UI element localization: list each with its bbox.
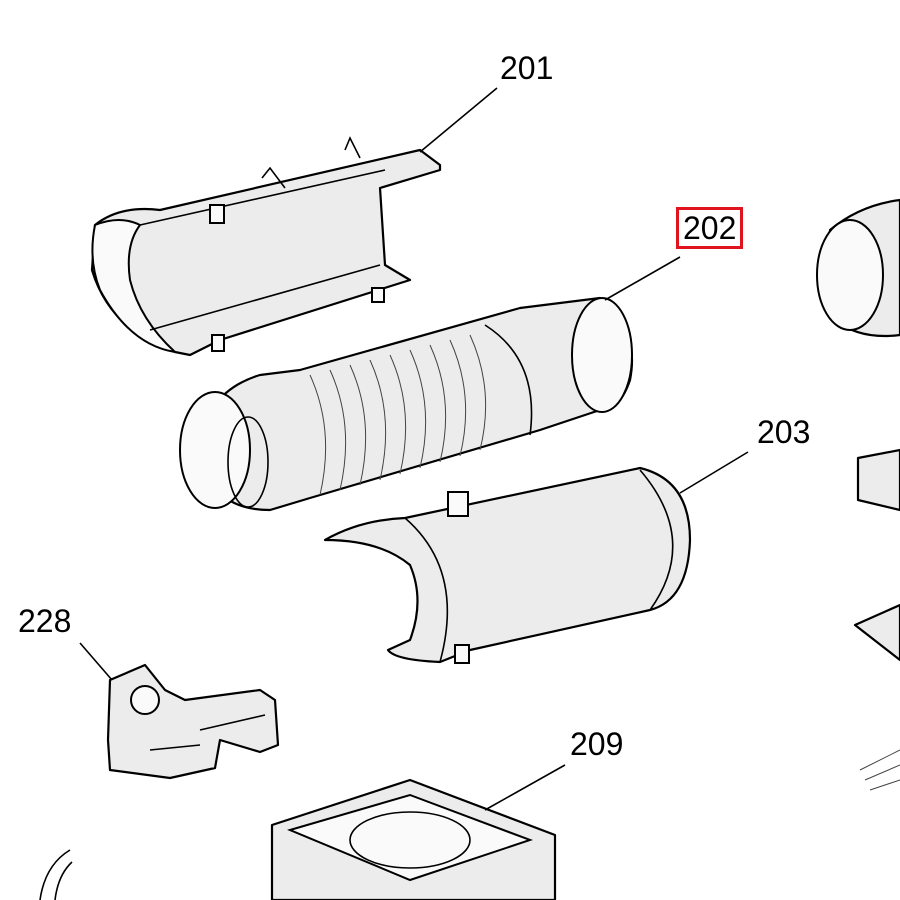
leader-203	[679, 451, 749, 494]
part-201-half-duct	[90, 136, 442, 357]
label-228: 228	[18, 603, 72, 639]
partial-part-right	[816, 198, 900, 791]
part-228-bracket	[106, 663, 280, 780]
label-203: 203	[757, 414, 811, 450]
part-202-flex-hose	[179, 296, 634, 512]
leader-201	[419, 87, 498, 153]
partial-part-left	[39, 849, 73, 900]
leader-202	[604, 256, 681, 301]
leader-209	[484, 764, 566, 811]
part-203-half-duct	[323, 466, 692, 664]
label-202-highlighted: 202	[676, 207, 744, 249]
leader-228	[79, 642, 113, 681]
part-209-fan-box	[270, 778, 557, 900]
label-209: 209	[570, 726, 624, 762]
label-201: 201	[500, 50, 554, 86]
